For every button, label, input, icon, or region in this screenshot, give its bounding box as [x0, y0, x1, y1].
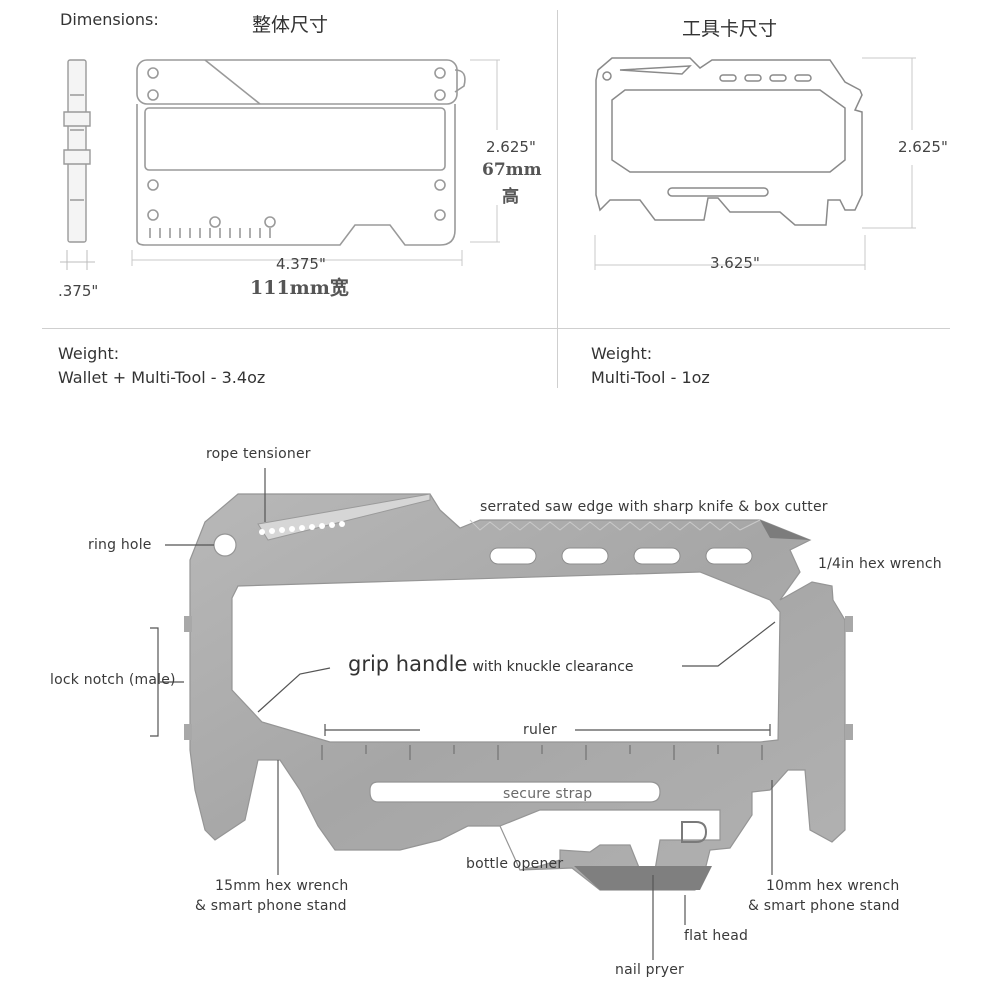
ring-hole-label: ring hole	[88, 537, 152, 553]
weight-left-label: Weight:	[58, 344, 120, 363]
wallet-front-view	[136, 59, 466, 246]
hex-10mm-line1: 10mm hex wrench	[766, 878, 900, 894]
nail-pryer-label: nail pryer	[615, 962, 684, 978]
grip-handle-subtitle: with knuckle clearance	[472, 659, 634, 675]
slot-holes	[489, 547, 753, 565]
wallet-dimensions-title: 整体尺寸	[252, 14, 329, 36]
vertical-divider	[557, 10, 558, 388]
serrated-saw-label: serrated saw edge with sharp knife & box…	[480, 499, 828, 515]
leader-lines	[150, 468, 776, 960]
weight-left-value: Wallet + Multi-Tool - 3.4oz	[58, 368, 266, 387]
wallet-width-mm: 111mm宽	[250, 277, 349, 299]
tool-card-outline	[595, 57, 863, 226]
wallet-thickness: .375"	[58, 282, 99, 300]
grip-handle-label: grip handle with knuckle clearance	[348, 652, 634, 676]
grip-handle-title: grip handle	[348, 652, 468, 676]
ruler-label: ruler	[523, 722, 557, 738]
tool-height-inches: 2.625"	[898, 138, 948, 156]
wallet-height-mm: 67mm	[482, 160, 542, 180]
wallet-height-inches: 2.625"	[486, 138, 536, 156]
lock-notch-label: lock notch (male)	[50, 672, 176, 688]
tool-width-inches: 3.625"	[710, 254, 760, 272]
wallet-width-inches: 4.375"	[276, 255, 326, 273]
weight-right-label: Weight:	[591, 344, 653, 363]
bottle-opener-label: bottle opener	[466, 856, 564, 872]
tool-dimensions-title: 工具卡尺寸	[682, 18, 778, 40]
dimension-drawings	[60, 57, 916, 270]
ruler-ticks	[321, 745, 763, 760]
dimensions-label: Dimensions:	[60, 10, 159, 29]
hex-15mm-line2: & smart phone stand	[195, 898, 347, 914]
hex-15mm-line1: 15mm hex wrench	[215, 878, 349, 894]
wallet-side-view	[63, 59, 91, 243]
flat-head-label: flat head	[684, 928, 749, 944]
saw-teeth	[259, 521, 345, 535]
secure-strap-label: secure strap	[503, 786, 593, 802]
tool-body	[189, 493, 846, 891]
brand-logo	[681, 821, 708, 843]
wallet-height-cn: 高	[502, 187, 519, 207]
rope-tensioner-label: rope tensioner	[206, 446, 311, 462]
hex-10mm-line2: & smart phone stand	[748, 898, 900, 914]
horizontal-divider	[42, 328, 950, 329]
hex-wrench-quarter-label: 1/4in hex wrench	[818, 556, 942, 572]
weight-right-value: Multi-Tool - 1oz	[591, 368, 710, 387]
